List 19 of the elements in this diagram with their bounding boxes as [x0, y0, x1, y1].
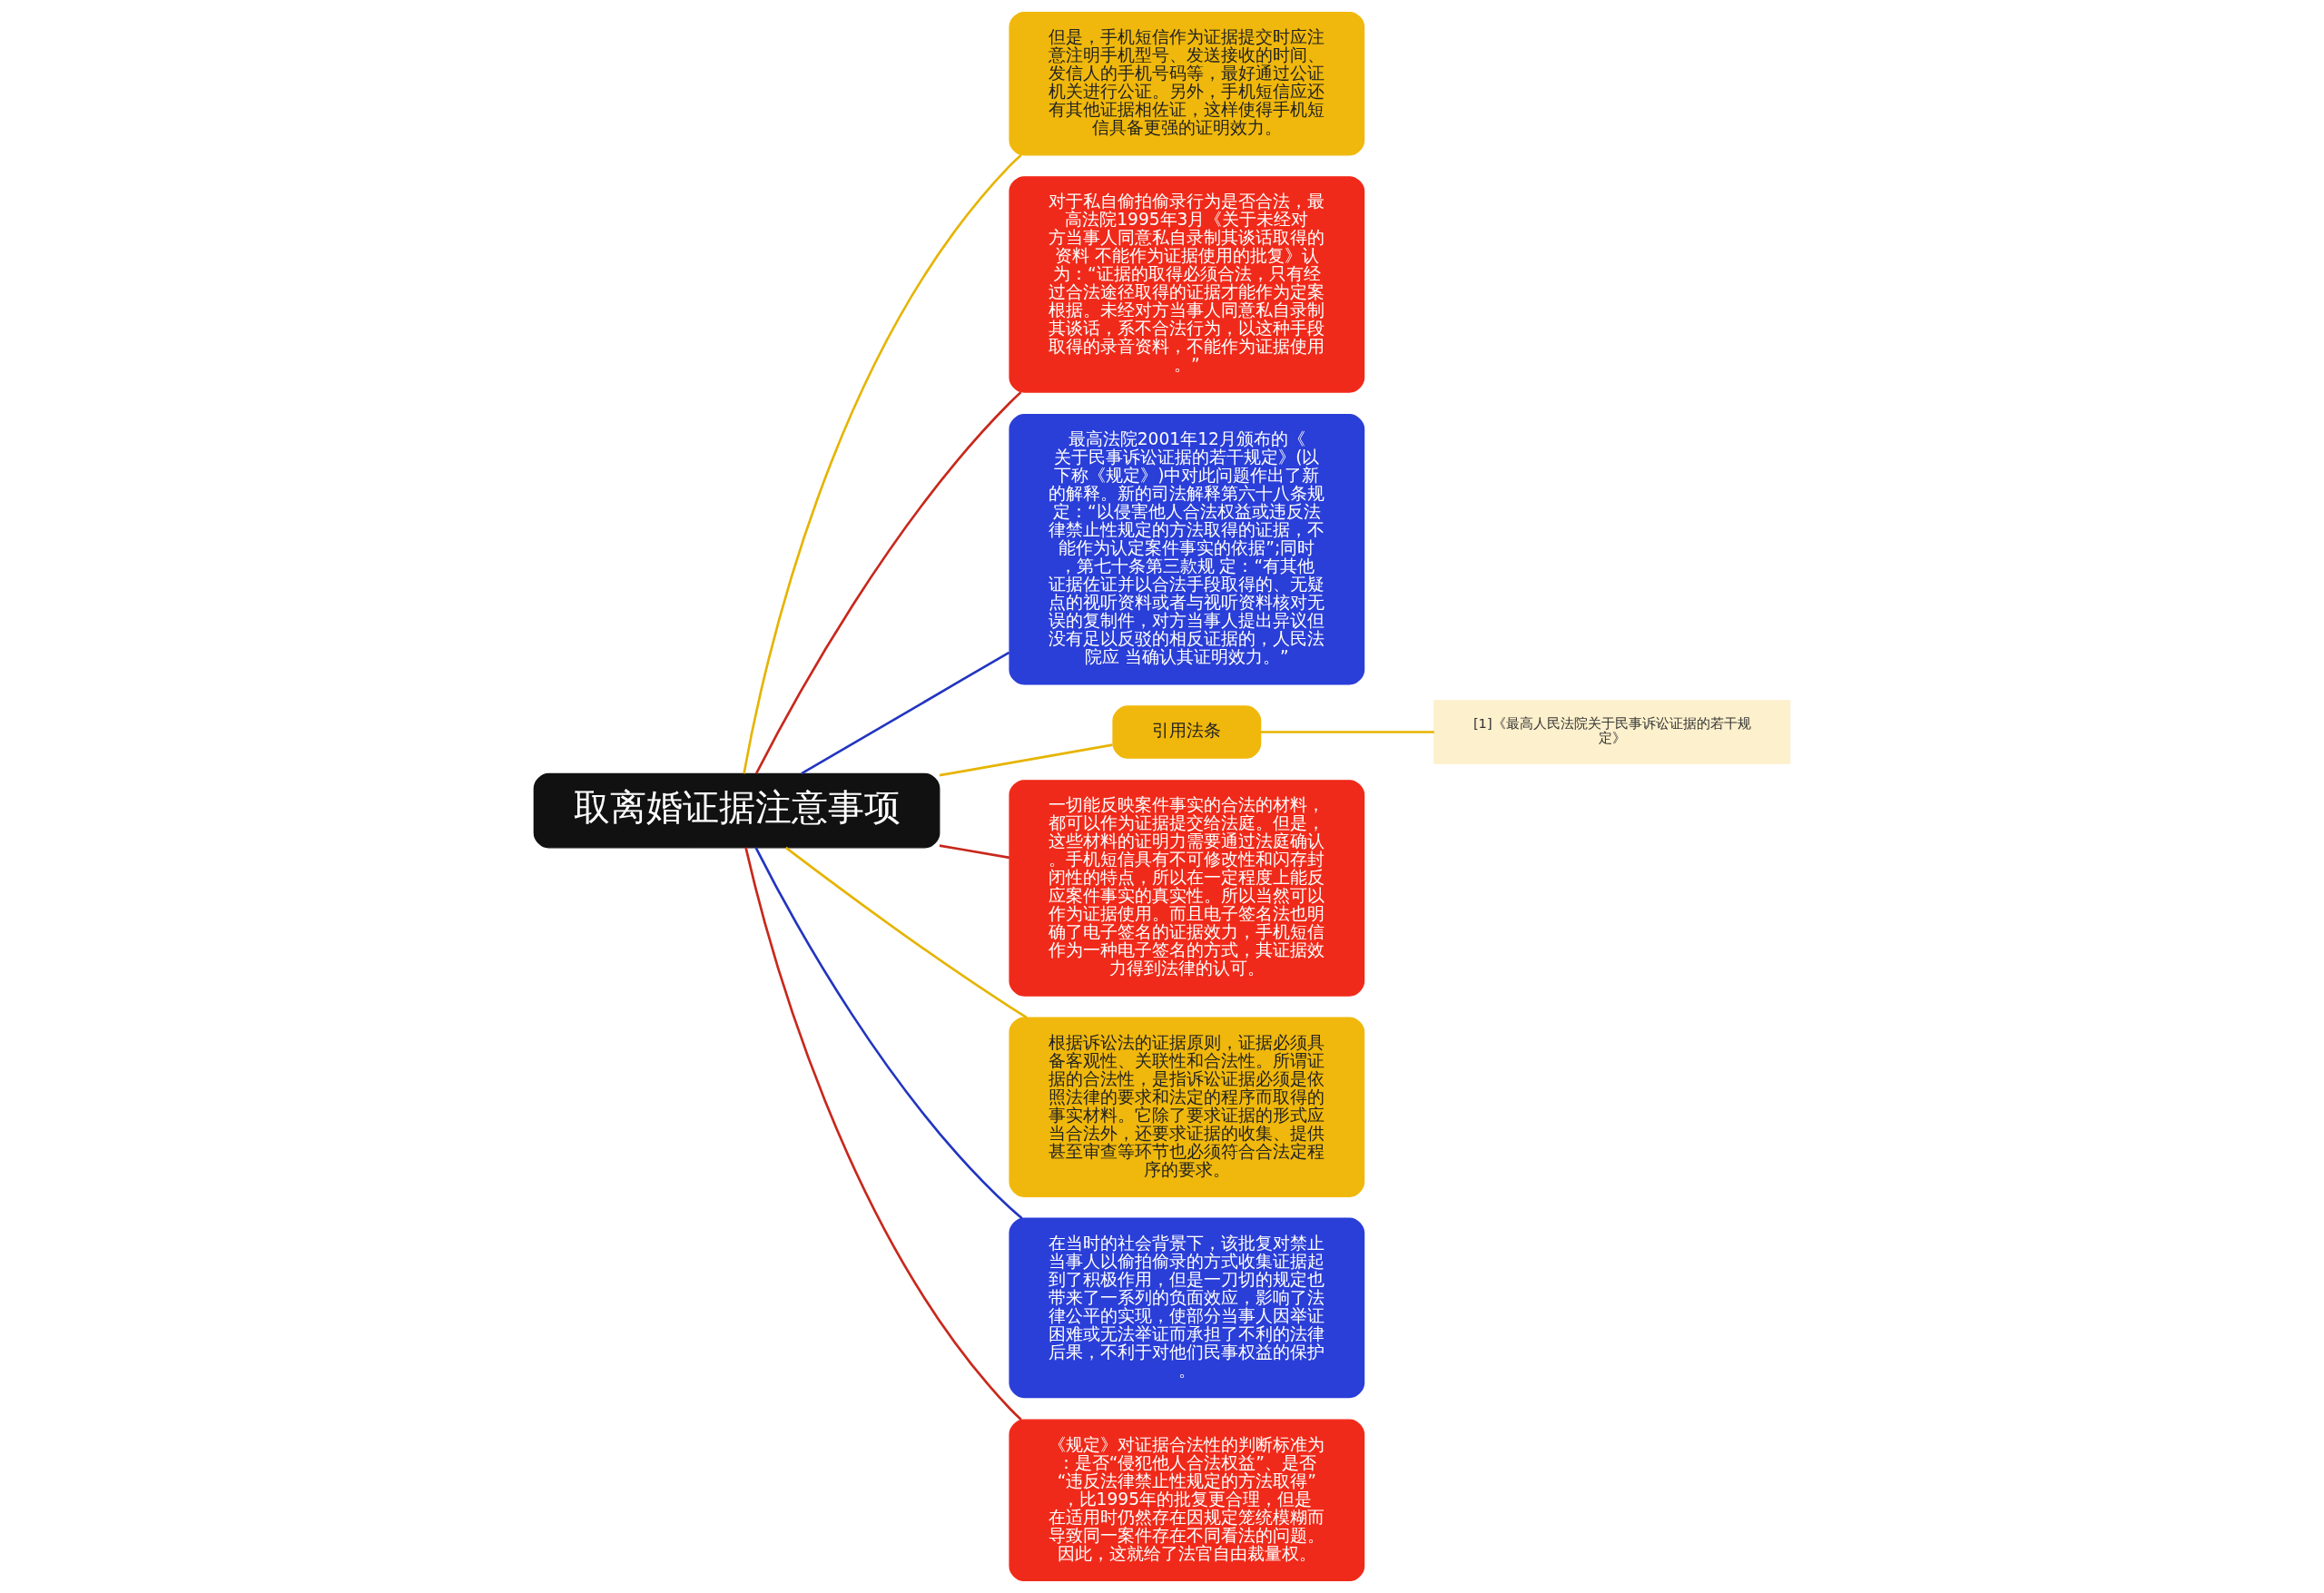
connector — [939, 844, 1010, 860]
node-box: 一切能反映案件事实的合法的材料，都可以作为证据提交给法庭。但是，这些材料的证明力需要通过法庭确认。手机短信具有不可修改性和闪存封闭性的特点，所以在一定程度上能反应案件事实的真实性。所以当然可以作为证据使用。而且电子签名法也明确了电子签名的证据效力，手机短信作为一种电子签名的方式，其证据效力得到法律的认可。 — [1009, 780, 1365, 997]
connector — [754, 391, 1022, 774]
node-box: 最高法院2001年12月颁布的《关于民事诉讼证据的若干规定》(以下称《规定》)中对此问题作出了新的解释。新的司法解释第六十八条规定：“以侵害他人合法权益或违反法律禁止性规定的方法取得的证据，不能作为认定案件事实的依据”;同时，第七十条第三款规 定：“有其他证据佐证并以合法手段取得的、无疑点的视听资料或者与视听资料核对无误的复制件，对方当事人提出异议但没有足以反驳的相反证据的，人民法院应 当确认其证明效力。” — [1009, 414, 1365, 685]
node-box: [1]《最高人民法院关于民事诉讼证据的若干规定》 — [1433, 700, 1791, 764]
node-box: 对于私自偷拍偷录行为是否合法，最高法院1995年3月《关于未经对方当事人同意私自录制其谈话取得的资料 不能作为证据使用的批复》认为：“证据的取得必须合法，只有经过合法途径取得的证据才能作为定案根据。未经对方当事人同意私自录制其谈话，系不合法行为，以这种手段取得的录音资料，不能作为证据使用。” — [1009, 176, 1365, 393]
connector — [784, 846, 1028, 1019]
connector — [1260, 731, 1434, 733]
connector — [939, 743, 1113, 777]
connector — [801, 651, 1010, 775]
node-box: 引用法条 — [1112, 705, 1262, 759]
node-box: 根据诉讼法的证据原则，证据必须具备客观性、关联性和合法性。所谓证据的合法性，是指诉讼证据必须是依照法律的要求和法定的程序而取得的事实材料。它除了要求证据的形式应当合法外，还要求证据的收集、提供甚至审查等环节也必须符合合法定程序的要求。 — [1009, 1017, 1365, 1197]
connector — [754, 847, 1023, 1220]
node-box: 但是，手机短信作为证据提交时应注意注明手机型号、发送接收的时间、发信人的手机号码等，最好通过公证机关进行公证。另外，手机短信应还有其他证据相佐证，这样使得手机短信具备更强的证明效力。 — [1009, 11, 1365, 156]
connector — [744, 847, 1022, 1421]
node-box: 《规定》对证据合法性的判断标准为：是否“侵犯他人合法权益”、是否“违反法律禁止性规定的方法取得”，比1995年的批复更合理，但是在适用时仍然存在因规定笼统模糊而导致同一案件存在不同看法的问题。因此，这就给了法官自由裁量权。 — [1009, 1419, 1365, 1582]
node-box: 取离婚证据注意事项 — [533, 772, 940, 849]
connector — [743, 153, 1022, 774]
node-box: 在当时的社会背景下，该批复对禁止当事人以偷拍偷录的方式收集证据起到了积极作用，但是一刀切的规定也带来了一系列的负面效应，影响了法律公平的实现，使部分当事人因举证困难或无法举证而承担了不利的法律后果，不利于对他们民事权益的保护。 — [1009, 1217, 1365, 1399]
